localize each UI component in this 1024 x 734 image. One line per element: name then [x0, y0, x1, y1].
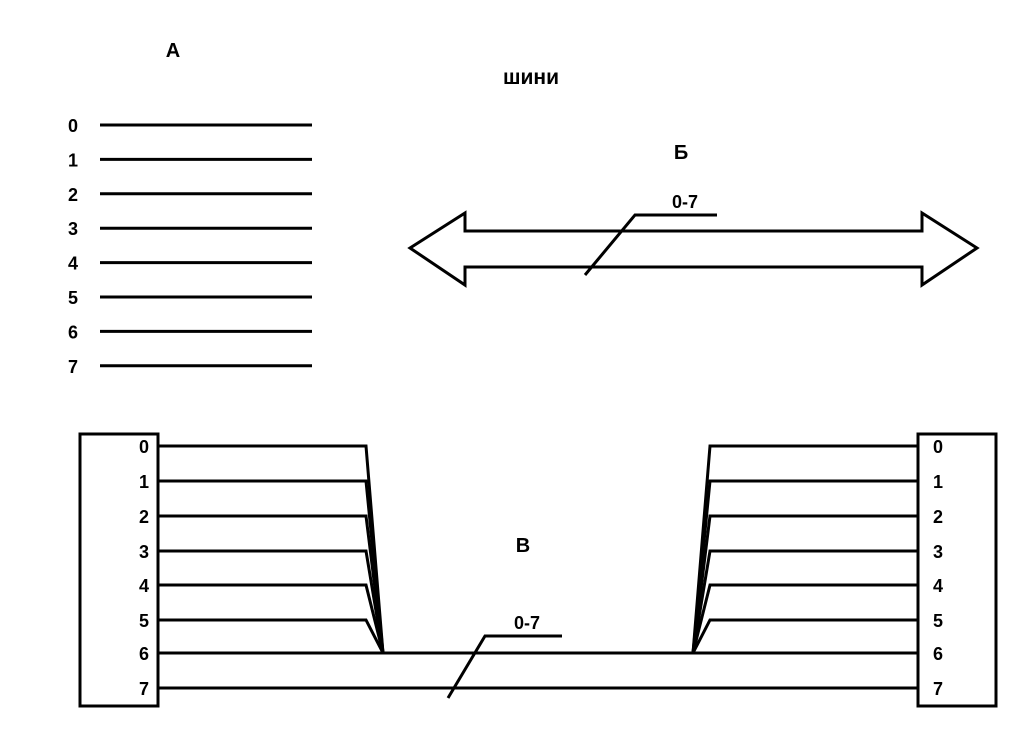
line-number: 7: [68, 357, 78, 377]
section-a-label: А: [166, 40, 180, 62]
left-line-number: 6: [139, 644, 149, 664]
line-number: 5: [68, 288, 78, 308]
bus-width-slash: [583, 213, 717, 276]
right-line-number: 7: [933, 679, 943, 699]
section-c-bus-label: 0-7: [514, 613, 540, 633]
line-number: 2: [68, 185, 78, 205]
bus-width-slash: [446, 634, 562, 699]
right-line-number: 1: [933, 472, 943, 492]
line-number: 0: [68, 116, 78, 136]
section-b-bus-arrow: 0-7: [407, 192, 980, 288]
right-line-number: 3: [933, 542, 943, 562]
section-c-bus: 0 1 2 3 4 5 6 7 0 1 2 3 4 5 6 7 0-7: [78, 432, 998, 708]
section-c-label: В: [516, 535, 530, 557]
section-c-lines: 0 1 2 3 4 5 6 7 0 1 2 3 4 5 6 7: [139, 437, 943, 699]
left-signal-line: [158, 549, 385, 654]
right-signal-line: [691, 479, 918, 654]
left-line-number: 3: [139, 542, 149, 562]
double-arrow-icon: [407, 210, 980, 288]
left-line-number: 0: [139, 437, 149, 457]
right-line-number: 6: [933, 644, 943, 664]
left-line-number: 1: [139, 472, 149, 492]
left-line-number: 4: [139, 576, 149, 596]
left-signal-line: [158, 583, 385, 654]
left-signal-line: [158, 479, 385, 654]
left-device-box: [78, 432, 160, 708]
left-signal-line: [158, 514, 385, 654]
right-line-number: 4: [933, 576, 943, 596]
section-a-individual-lines: 0 1 2 3 4 5 6 7: [68, 116, 312, 377]
left-signal-line: [158, 618, 385, 654]
right-device-box: [916, 432, 998, 708]
right-line-number: 2: [933, 507, 943, 527]
right-signal-line: [691, 514, 918, 654]
line-number: 6: [68, 322, 78, 342]
right-signal-line: [691, 549, 918, 654]
left-line-number: 5: [139, 611, 149, 631]
right-line-number: 5: [933, 611, 943, 631]
right-line-number: 0: [933, 437, 943, 457]
line-number: 1: [68, 150, 78, 170]
right-signal-line: [691, 618, 918, 654]
line-number: 4: [68, 254, 78, 274]
line-number: 3: [68, 219, 78, 239]
left-line-number: 7: [139, 679, 149, 699]
right-signal-line: [691, 583, 918, 654]
left-line-number: 2: [139, 507, 149, 527]
section-b-bus-label: 0-7: [672, 192, 698, 212]
diagram-title: шини: [503, 66, 559, 89]
section-b-label: Б: [674, 142, 688, 164]
